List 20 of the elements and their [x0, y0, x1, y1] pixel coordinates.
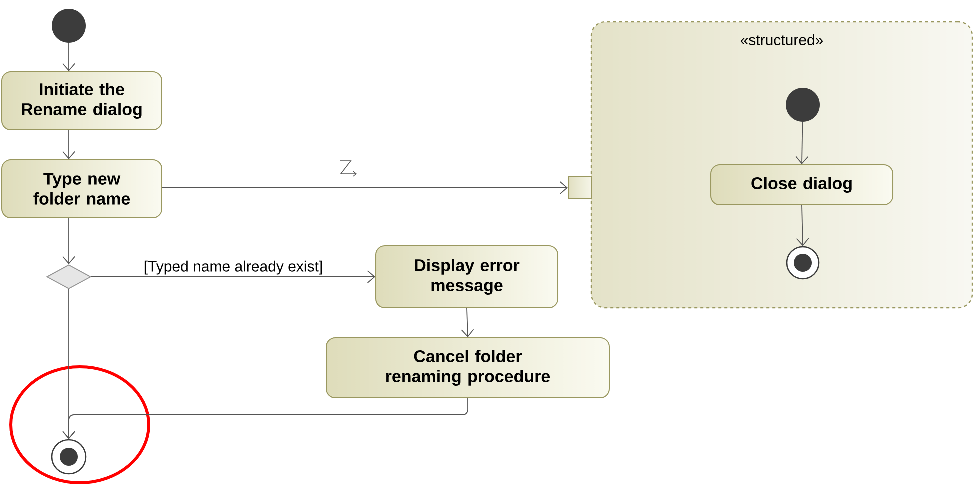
arrow [62, 398, 468, 440]
arrow [162, 182, 568, 194]
arrow [62, 218, 76, 264]
action-box: Initiate the Rename dialog [2, 72, 162, 130]
initial-node [52, 9, 86, 43]
initial-node [786, 88, 820, 122]
edge-label: [Typed name already exist] [142, 260, 324, 276]
final-node [51, 439, 87, 475]
action-box: Type new folder name [2, 160, 162, 218]
action-box: Cancel folder renaming procedure [326, 338, 610, 398]
pin-box [568, 176, 592, 200]
action-box: Close dialog [710, 164, 894, 206]
arrow [91, 270, 376, 284]
action-box: Display error message [376, 246, 558, 308]
arrow [62, 42, 76, 72]
arrow [62, 130, 76, 160]
arrow [461, 308, 474, 338]
final-node [786, 246, 820, 280]
arrow [796, 122, 809, 164]
arrow [796, 205, 810, 246]
